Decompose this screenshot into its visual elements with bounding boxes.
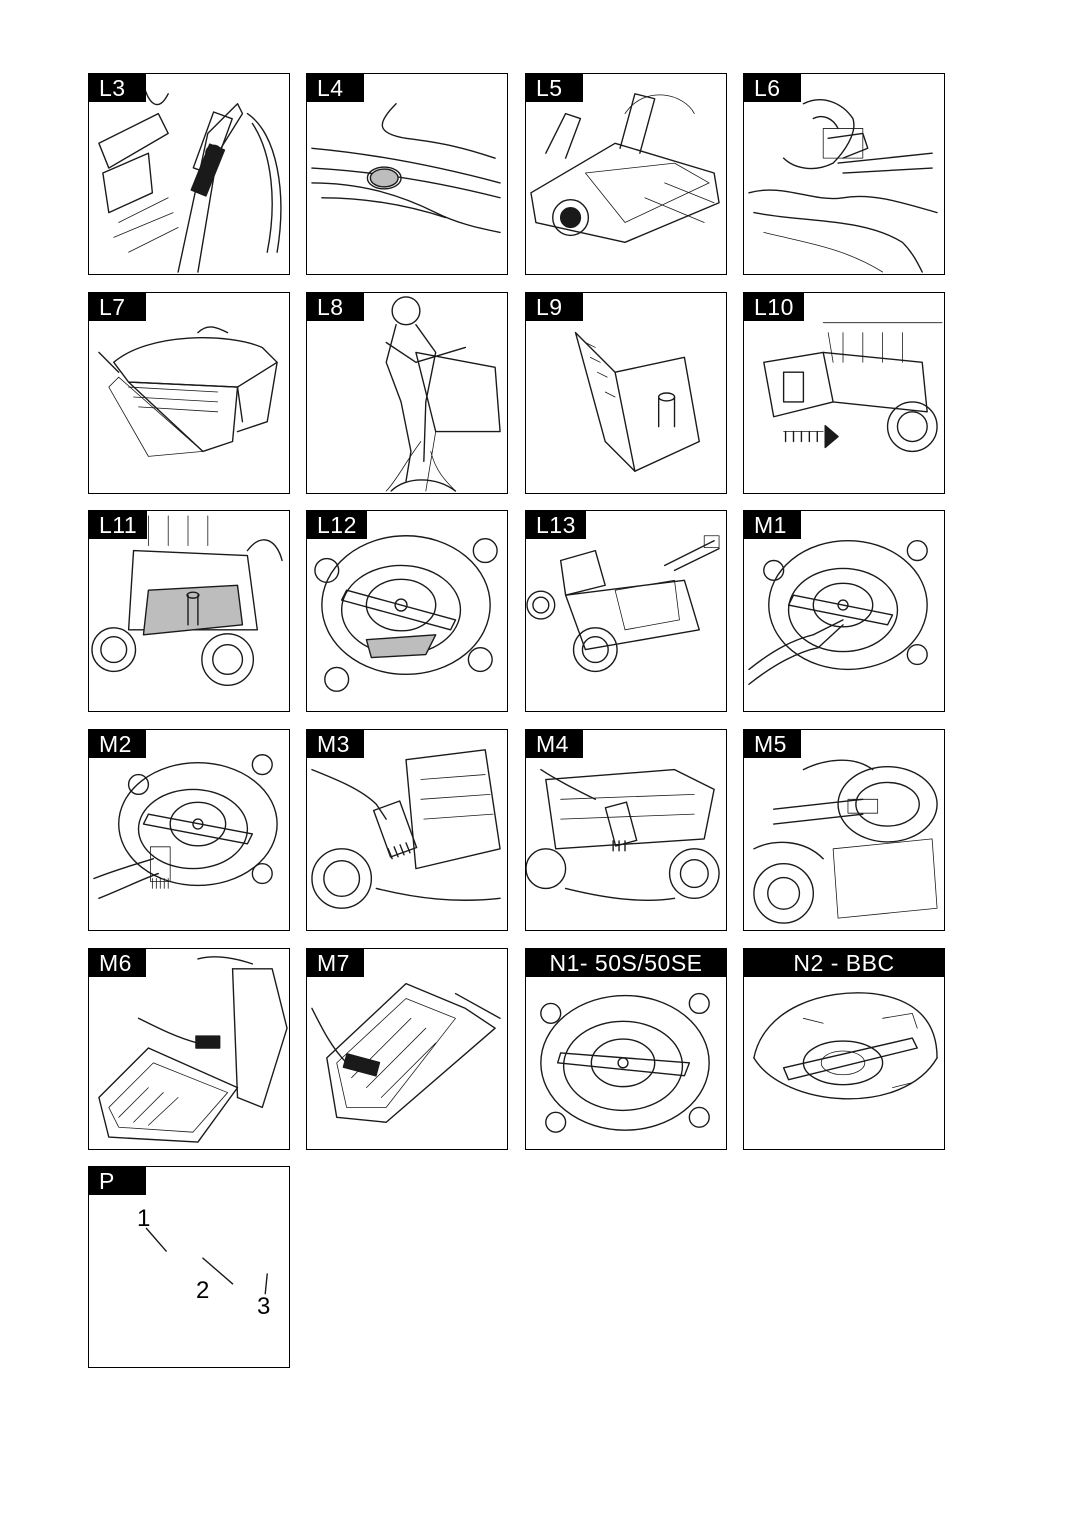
panel-label: M3 [307, 730, 364, 758]
panel-m6: M6 [88, 948, 290, 1150]
panel-label: M5 [744, 730, 801, 758]
panel-label: L12 [307, 511, 367, 539]
panel-label: L13 [526, 511, 586, 539]
panel-label: L11 [89, 511, 148, 539]
panel-label: L8 [307, 293, 364, 321]
panel-label: N1- 50S/50SE [526, 949, 726, 977]
attach-grass-catcher-illustration [530, 93, 720, 244]
panel-m3: M3 [306, 729, 508, 931]
panel-l7: L7 [88, 292, 290, 494]
deck-brush-cleaning-illustration [526, 768, 720, 901]
panel-l4: L4 [306, 73, 508, 275]
panel-label: L9 [526, 293, 583, 321]
panel-label: M6 [89, 949, 146, 977]
panel-label: M4 [526, 730, 583, 758]
callout-3: 3 [257, 1293, 271, 1320]
panel-label: M7 [307, 949, 364, 977]
panel-l6: L6 [743, 73, 945, 275]
blade-type-50s-illustration [540, 992, 710, 1133]
person-emptying-catcher-illustration [385, 296, 501, 492]
panel-label: L6 [744, 74, 801, 102]
panel-m4: M4 [525, 729, 727, 931]
underside-hose-wash-illustration [748, 540, 928, 685]
panel-label: N2 - BBC [744, 949, 944, 977]
panel-p: P 1 2 3 [88, 1166, 290, 1368]
mulch-plug-illustration [574, 331, 700, 472]
mower-handle-lever-illustration [98, 83, 282, 273]
panel-n1: N1- 50S/50SE [525, 948, 727, 1150]
panel-l5: L5 [525, 73, 727, 275]
engine-brush-cleaning-illustration [311, 749, 501, 909]
panel-label: L3 [89, 74, 146, 102]
panel-l10: L10 [743, 292, 945, 494]
mulch-plug-installed-illustration [91, 515, 283, 686]
panel-label: M1 [744, 511, 801, 539]
panel-l12: L12 [306, 510, 508, 712]
panel-label: L4 [307, 74, 364, 102]
callout-1: 1 [137, 1205, 151, 1232]
catcher-basket-brush-illustration [311, 982, 501, 1123]
panel-label: L10 [744, 293, 804, 321]
panel-label: P [89, 1167, 146, 1195]
blade-type-bbc-illustration [753, 992, 938, 1100]
panel-m5: M5 [743, 729, 945, 931]
panel-l3: L3 [88, 73, 290, 275]
mower-hose-cleaning-illustration [526, 535, 720, 673]
grass-catcher-bag-illustration [98, 326, 278, 457]
panel-l13: L13 [525, 510, 727, 712]
parts-callout-diagram [145, 1227, 268, 1295]
wheel-brush-cleaning-illustration [753, 759, 938, 924]
panel-label: M2 [89, 730, 146, 758]
housing-plug-illustration [311, 103, 501, 234]
insert-mulch-plug-illustration [763, 322, 943, 453]
panel-label: L7 [89, 293, 146, 321]
panel-label: L5 [526, 74, 583, 102]
panel-m7: M7 [306, 948, 508, 1150]
panel-m1: M1 [743, 510, 945, 712]
panel-l9: L9 [525, 292, 727, 494]
panel-l11: L11 [88, 510, 290, 712]
panel-m2: M2 [88, 729, 290, 931]
panel-n2: N2 - BBC [743, 948, 945, 1150]
callout-2: 2 [196, 1277, 210, 1304]
underside-brush-illustration [93, 754, 278, 900]
catcher-frame-brush-illustration [98, 956, 288, 1143]
mower-underside-blade-illustration [314, 535, 498, 692]
hand-hook-bag-illustration [748, 99, 938, 273]
panel-l8: L8 [306, 292, 508, 494]
